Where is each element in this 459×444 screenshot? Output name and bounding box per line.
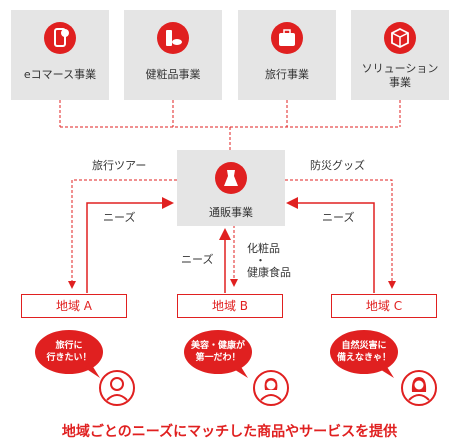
suitcase-icon bbox=[271, 22, 303, 54]
speech-bubble-b: 美容・健康が 第一だわ！ bbox=[184, 330, 252, 374]
person-icon-male bbox=[99, 370, 135, 406]
region-a: 地域 A bbox=[21, 294, 127, 318]
package-icon bbox=[384, 22, 416, 54]
footer-caption: 地域ごとのニーズにマッチした商品やサービスを提供 bbox=[61, 424, 398, 440]
lipstick-icon bbox=[157, 22, 189, 54]
business-box-cosmetics: 健粧品事業 bbox=[124, 10, 222, 100]
region-b: 地域 B bbox=[177, 294, 283, 318]
region-c: 地域 C bbox=[331, 294, 437, 318]
label-travel-tour: 旅行ツアー bbox=[92, 159, 147, 172]
person-icon-female bbox=[253, 370, 289, 406]
business-box-travel: 旅行事業 bbox=[238, 10, 336, 100]
business-label: 旅行事業 bbox=[265, 68, 309, 81]
person-icon-female-2 bbox=[401, 370, 437, 406]
business-label: ソリューション 事業 bbox=[361, 62, 439, 89]
label-dot: ・ bbox=[255, 254, 266, 267]
label-cosmetics: 化粧品 bbox=[247, 242, 280, 255]
label-needs-center: ニーズ bbox=[181, 253, 214, 266]
label-needs-left: ニーズ bbox=[103, 211, 136, 224]
business-box-ecommerce: eコマース事業 bbox=[11, 10, 109, 100]
label-disaster-goods: 防災グッズ bbox=[310, 159, 365, 172]
label-needs-right: ニーズ bbox=[322, 211, 355, 224]
center-label: 通販事業 bbox=[209, 206, 253, 219]
center-box-mail-order: 通販事業 bbox=[177, 150, 285, 226]
business-box-solution: ソリューション 事業 bbox=[351, 10, 449, 100]
label-health-food: 健康食品 bbox=[247, 266, 291, 279]
smartphone-icon bbox=[44, 22, 76, 54]
dress-icon bbox=[215, 162, 247, 194]
business-label: 健粧品事業 bbox=[145, 68, 201, 81]
business-label: eコマース事業 bbox=[23, 68, 97, 81]
